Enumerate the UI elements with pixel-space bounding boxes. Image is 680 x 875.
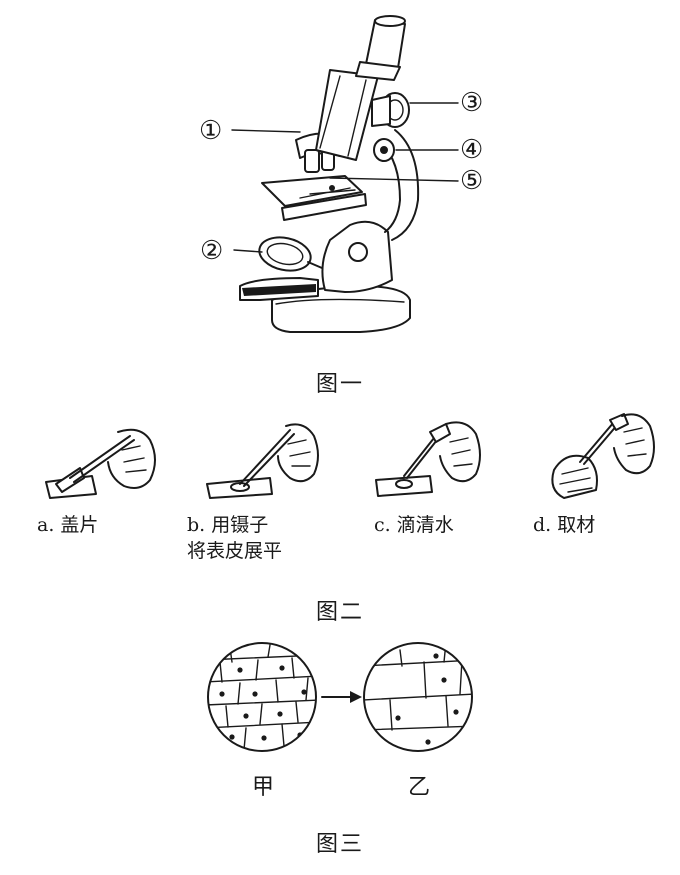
microscope-stage xyxy=(261,175,363,207)
step-a-illustration xyxy=(45,428,156,499)
step-b-illustration xyxy=(206,423,319,499)
step-d-illustration xyxy=(551,413,655,499)
step-b-label: b. 用镊子 将表皮展平 xyxy=(187,514,283,562)
step-d-label: d. 取材 xyxy=(533,514,596,536)
callout-1: ① xyxy=(199,116,223,146)
field-jia-label: 甲 xyxy=(252,775,277,800)
steps-drawing xyxy=(45,413,655,499)
callout-2: ② xyxy=(200,236,224,266)
figure-3-caption: 图三 xyxy=(316,832,365,857)
callout-4: ④ xyxy=(460,135,484,165)
field-yi xyxy=(364,643,472,745)
callout-3: ③ xyxy=(460,88,484,118)
figure-2-caption: 图二 xyxy=(316,600,365,625)
microscope-drawing xyxy=(231,15,459,333)
callout-5: ⑤ xyxy=(460,166,484,196)
field-yi-label: 乙 xyxy=(408,775,433,800)
step-c-label: c. 滴清水 xyxy=(374,514,454,536)
step-a-label: a. 盖片 xyxy=(37,514,99,536)
figure-1-caption: 图一 xyxy=(316,372,365,397)
step-c-illustration xyxy=(375,421,481,497)
